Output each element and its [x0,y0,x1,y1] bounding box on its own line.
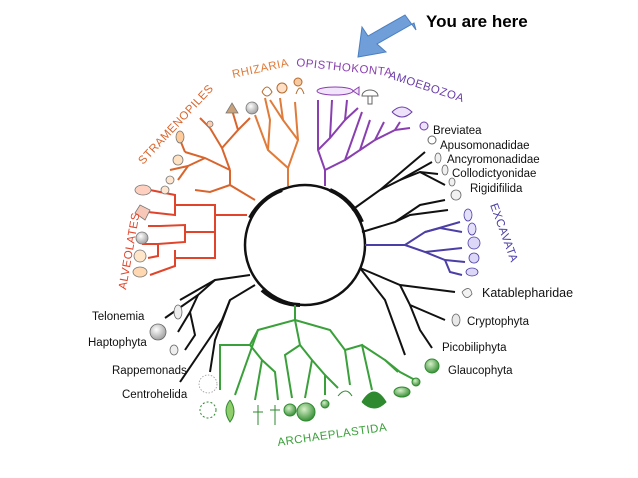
taxon-label-rigidifilida: Rigidifilida [470,183,523,195]
opisthokonta-branches [317,99,411,186]
archaeplastid-organism-icons [199,358,440,425]
amoebozoa-organism-icons [391,106,437,145]
taxon-label-apusomonadidae: Apusomonadidae [440,140,530,152]
taxon-label-glaucophyta: Glaucophyta [448,365,513,377]
you-are-here-callout: You are here [357,12,528,58]
group-label-opisthokonta: OPISTHOKONTA [296,57,393,79]
lower-right-organism-icons [451,288,473,327]
taxon-label-collodictyonidae: Collodictyonidae [452,168,536,180]
group-label-amoebozoa: AMOEBOZOA [387,69,465,105]
rhizaria-branches [254,97,300,186]
misc-organism-icons-right [434,152,462,201]
taxon-label-telonemia: Telonemia [92,311,145,323]
archaeplastida-branches [219,305,416,401]
taxon-label-haptophyta: Haptophyta [88,337,147,349]
group-label-stramenopiles: STRAMENOPILES [136,83,216,167]
callout-arrow [357,14,417,58]
alveolate-organism-icons [132,184,152,278]
group-label-rhizaria: RHIZARIA [231,57,290,81]
excavata-branches [365,221,466,276]
rhizaria-organism-icons [261,77,305,97]
callout-text: You are here [426,12,528,31]
opisthokont-organism-icons [316,86,379,105]
stramenopiles-branches [169,109,256,201]
taxon-label-picobiliphyta: Picobiliphyta [442,342,507,354]
misc-branches-lower-left [164,274,256,383]
taxon-label-centrohelida: Centrohelida [122,389,188,401]
taxon-label-cryptophyta: Cryptophyta [467,316,530,328]
taxon-label-katablepharidae: Katablepharidae [482,286,573,300]
taxon-label-ancyromonadidae: Ancyromonadidae [447,154,540,166]
group-label-excavata: EXCAVATA [487,202,519,264]
taxon-label-rappemonads: Rappemonads [112,365,187,377]
group-label-archaeplastida: ARCHAEPLASTIDA [277,422,388,449]
lower-left-organism-icons [149,304,218,394]
taxon-label-breviatea: Breviatea [433,125,482,137]
stramenopile-organism-icons [160,101,259,195]
misc-branches-right [351,151,449,233]
organism-illustrations [132,77,481,425]
central-ring [243,183,367,307]
misc-branches-lower-right [359,267,456,356]
excavata-organism-icons [463,208,481,277]
alveolates-branches [142,189,247,276]
